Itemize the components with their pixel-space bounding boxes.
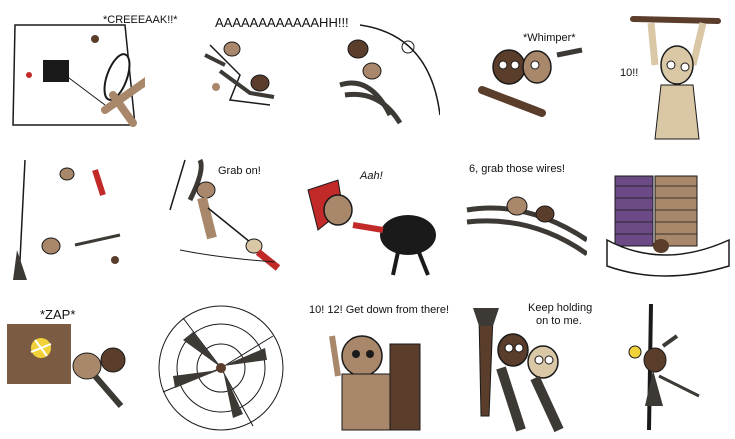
panel-keep-holding-caption-line1: Keep holding <box>528 302 593 314</box>
panel-grab-wires-illustration <box>466 196 587 257</box>
panel-grab-on-caption: Grab on! <box>218 165 261 177</box>
panel-get-down-illustration <box>329 335 421 431</box>
panel-pole-scene <box>593 296 733 434</box>
panel-creak-scene: *CREEEAAK!!* <box>5 5 178 143</box>
panel-grab-wires-caption: 6, grab those wires! <box>469 163 565 175</box>
panel-keep-holding-illustration <box>473 308 564 433</box>
panel-wall-fall-scene <box>5 150 145 288</box>
panel-keep-holding-caption-line2: on to me. <box>536 315 582 327</box>
panel-whimper-scene: *Whimper* <box>447 5 587 143</box>
panel-grab-wires-scene: 6, grab those wires! <box>447 150 587 288</box>
panel-fall-wires-illustration <box>339 24 440 125</box>
panel-aah-illustration <box>307 179 436 276</box>
panel-scream-caption: AAAAAAAAAAAAHH!!! <box>215 15 349 30</box>
panel-wall-fall-illustration <box>13 159 121 281</box>
panel-hanging-ten-caption: 10!! <box>620 67 639 79</box>
panel-hanging-ten-illustration <box>630 16 721 140</box>
panel-fan-illustration <box>158 305 284 431</box>
panel-creak-caption: *CREEEAAK!!* <box>103 14 178 26</box>
panel-aah-caption: Aah! <box>360 170 383 182</box>
panel-get-down-scene: 10! 12! Get down from there! <box>302 296 449 434</box>
panel-pole-illustration <box>628 303 700 431</box>
panel-zap-scene: *ZAP* <box>5 296 145 434</box>
panel-fall-wires-scene <box>300 5 440 143</box>
panel-keep-holding-scene: Keep holding on to me. <box>449 296 593 434</box>
panel-hanging-ten-scene: 10!! <box>593 5 733 143</box>
panel-scream-illustration <box>204 41 275 106</box>
panel-stacks-scene <box>593 150 733 288</box>
panel-creak-illustration <box>12 24 145 127</box>
panel-zap-caption: *ZAP* <box>40 307 76 322</box>
panel-grab-on-scene: Grab on! <box>150 150 290 288</box>
panel-get-down-caption: 10! 12! Get down from there! <box>309 304 450 316</box>
panel-whimper-caption: *Whimper* <box>523 32 576 44</box>
panel-stacks-illustration <box>606 175 730 277</box>
panel-grab-on-illustration <box>169 158 281 271</box>
panel-aah-scene: Aah! <box>298 150 438 288</box>
panel-zap-illustration <box>7 324 126 408</box>
panel-whimper-illustration <box>478 47 583 117</box>
panel-scream-scene: AAAAAAAAAAAAHH!!! <box>150 5 349 143</box>
panel-fan-scene <box>153 296 293 434</box>
